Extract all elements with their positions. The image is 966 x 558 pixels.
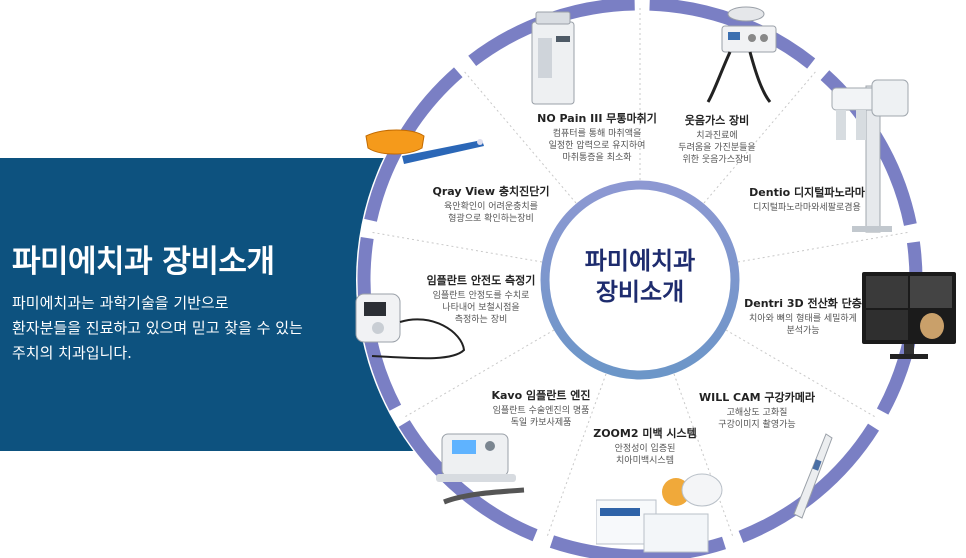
stability-meter-icon	[355, 293, 466, 360]
center-title-line1: 파미에치과	[584, 247, 696, 275]
intro-title: 파미에치과 장비소개	[12, 244, 275, 280]
laughing-gas-icon	[706, 6, 777, 103]
implant-engine-icon	[436, 433, 525, 505]
inner-ring	[540, 180, 740, 380]
whitening-kit-icon	[596, 473, 723, 553]
equipment-name: Kavo 임플란트 엔진	[491, 389, 591, 402]
equipment-name: Dentio 디지털파노라마	[749, 186, 865, 199]
anesthesia-device-icon	[531, 11, 575, 105]
equipment-desc: 디지털파노라마와세팔로겸용	[753, 203, 861, 213]
equipment-name: 임플란트 안전도 측정기	[426, 274, 536, 287]
equipment-item-dentio[interactable]: Dentio 디지털파노라마 디지털파노라마와세팔로겸용	[722, 184, 892, 214]
intraoral-camera-icon	[793, 433, 833, 519]
equipment-name: Qray View 충치진단기	[432, 185, 550, 198]
equipment-name: WILL CAM 구강카메라	[698, 391, 816, 404]
ct-monitor-icon	[862, 272, 956, 359]
intro-line: 주치의 치과입니다.	[12, 344, 132, 362]
intro-description: 파미에치과는 과학기술을 기반으로 환자분들을 진료하고 있으며 믿고 찾을 수…	[12, 291, 372, 366]
equipment-name: Dentri 3D 전산화 단층	[744, 297, 862, 310]
equipment-name: NO Pain III 무통마취기	[537, 112, 657, 125]
equipment-name: 웃음가스 장비	[684, 114, 750, 127]
intro-line: 환자분들을 진료하고 있으며 믿고 찾을 수 있는	[12, 319, 303, 337]
center-title-line2: 장비소개	[595, 278, 685, 306]
intro-line: 파미에치과는 과학기술을 기반으로	[12, 294, 229, 312]
panorama-xray-icon	[831, 79, 909, 233]
center-title: 파미에치과 장비소개	[560, 246, 720, 308]
wheel-dividers	[369, 6, 911, 538]
qray-pen-icon	[365, 129, 484, 164]
equipment-name: ZOOM2 미백 시스템	[593, 427, 697, 440]
